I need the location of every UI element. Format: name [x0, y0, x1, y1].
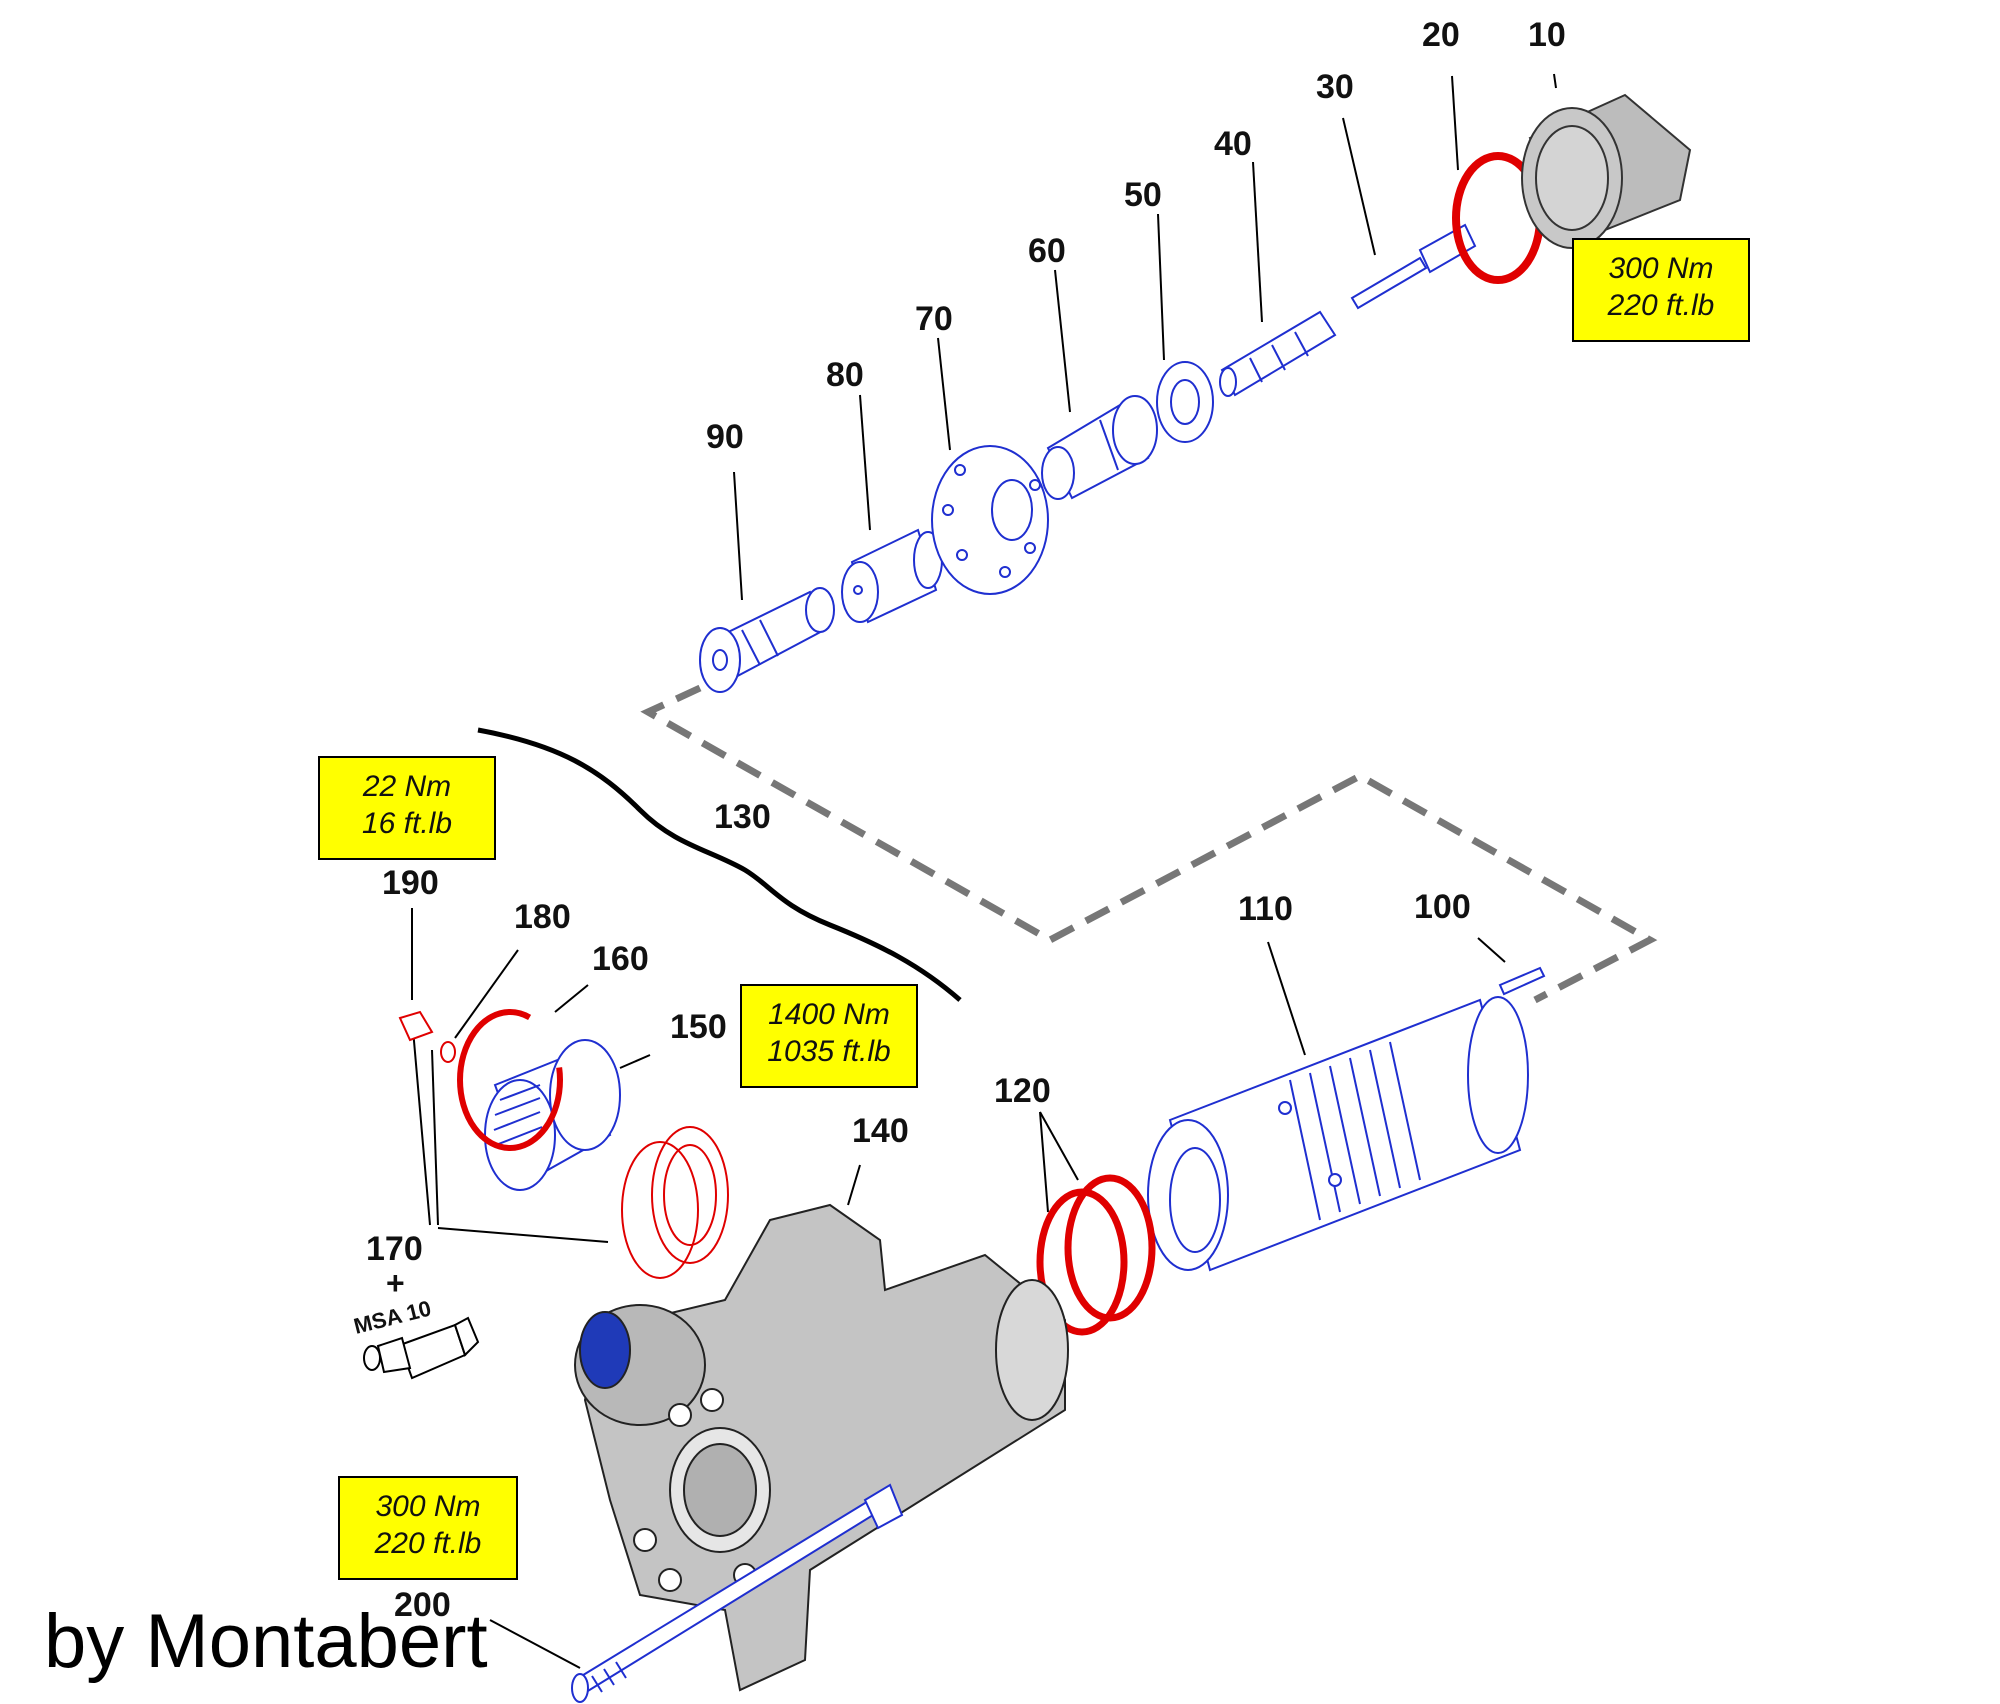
msa-tube-icon — [363, 1316, 480, 1380]
part-170-gasket — [621, 1126, 729, 1279]
label-part-140: 140 — [852, 1112, 909, 1150]
torque-box-cover-150: 1400 Nm 1035 ft.lb — [740, 984, 918, 1088]
torque-ftlb: 220 ft.lb — [1607, 289, 1715, 322]
divider-curve — [477, 727, 962, 1002]
label-part-10: 10 — [1528, 16, 1566, 54]
label-part-70: 70 — [915, 300, 953, 338]
part-50-washer — [1156, 361, 1214, 443]
label-part-170: 170 — [366, 1230, 423, 1268]
label-part-50: 50 — [1124, 176, 1162, 214]
torque-nm: 22 Nm — [362, 770, 452, 803]
label-part-60: 60 — [1028, 232, 1066, 270]
torque-ftlb: 1035 ft.lb — [767, 1035, 891, 1068]
label-part-100: 100 — [1414, 888, 1471, 926]
part-80-sleeve — [841, 528, 943, 624]
part-40-spool — [1219, 310, 1337, 397]
credit-text: by Montabert — [44, 1599, 488, 1684]
part-200-bolt — [571, 1483, 904, 1703]
label-part-110: 110 — [1238, 890, 1293, 928]
part-190-screw — [398, 1010, 434, 1042]
torque-box-screw-190: 22 Nm 16 ft.lb — [318, 756, 496, 860]
label-part-160: 160 — [592, 940, 649, 978]
part-90-piston-valve — [699, 587, 835, 693]
part-110-cylinder — [1147, 996, 1529, 1272]
plus-sign: + — [386, 1265, 405, 1301]
part-180-washer — [440, 1041, 456, 1063]
part-160-seal-ring — [457, 1009, 563, 1151]
torque-nm: 300 Nm — [375, 1490, 481, 1523]
part-70-flange — [931, 445, 1049, 595]
torque-box-cap-10: 300 Nm 220 ft.lb — [1572, 238, 1750, 342]
part-10-cap — [1521, 93, 1692, 249]
label-part-40: 40 — [1214, 125, 1252, 163]
label-part-190: 190 — [382, 864, 439, 902]
part-140-valve-body — [574, 1203, 1069, 1692]
part-100-dowel — [1498, 966, 1546, 996]
torque-ftlb: 16 ft.lb — [361, 807, 453, 840]
label-part-120: 120 — [994, 1072, 1051, 1110]
msa-10-label: MSA 10 — [351, 1296, 433, 1339]
label-part-130: 130 — [714, 798, 771, 836]
leader-lines — [411, 73, 1557, 1669]
torque-nm: 300 Nm — [1608, 252, 1714, 285]
label-part-80: 80 — [826, 356, 864, 394]
label-part-30: 30 — [1316, 68, 1354, 106]
label-part-180: 180 — [514, 898, 571, 936]
label-part-200: 200 — [394, 1586, 451, 1624]
part-60-valve-bush — [1041, 395, 1158, 500]
torque-nm: 1400 Nm — [768, 998, 890, 1031]
torque-ftlb: 220 ft.lb — [374, 1527, 482, 1560]
label-part-90: 90 — [706, 418, 744, 456]
label-part-150: 150 — [670, 1008, 727, 1046]
label-part-20: 20 — [1422, 16, 1460, 54]
assembly-path-dashed — [640, 684, 1658, 1004]
part-120-seal-rings — [1036, 1174, 1156, 1336]
torque-box-bolt-200: 300 Nm 220 ft.lb — [338, 1476, 518, 1580]
